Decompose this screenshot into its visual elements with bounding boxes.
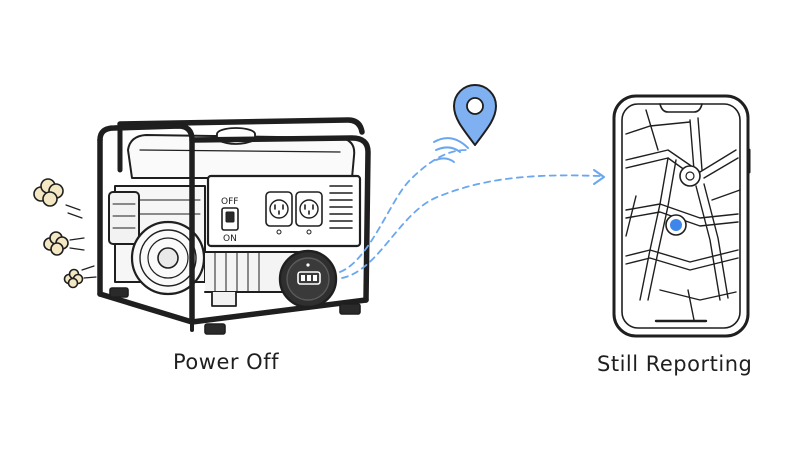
portable-generator	[97, 117, 371, 335]
arrow-head-icon	[593, 169, 605, 185]
exhaust-puff-icon	[63, 268, 84, 289]
air-filter	[108, 191, 140, 245]
frame-front	[97, 123, 195, 325]
map-view	[625, 109, 741, 321]
signal-wave-icon	[433, 137, 469, 163]
rubber-foot	[109, 287, 129, 298]
rubber-foot	[204, 323, 226, 335]
gps-tracker-icon	[278, 249, 338, 309]
switch-on-label: ON	[223, 234, 237, 244]
current-location-dot-icon	[665, 214, 687, 236]
power-switch	[221, 207, 239, 231]
signal-paths	[339, 149, 601, 279]
exhaust-puffs	[33, 178, 84, 289]
vent-slots	[329, 185, 353, 229]
exhaust-lines	[65, 204, 97, 279]
switch-off-label: OFF	[221, 197, 238, 207]
still-reporting-caption: Still Reporting	[597, 352, 753, 376]
exhaust-puff-icon	[33, 178, 64, 207]
outlet-icon	[295, 191, 323, 227]
signal-path-upper	[339, 149, 467, 273]
rubber-foot	[339, 303, 361, 315]
outlet-icon	[265, 191, 293, 227]
recoil-starter-icon	[130, 220, 206, 296]
signal-path-main	[341, 174, 601, 279]
exhaust-puff-icon	[43, 231, 69, 256]
power-off-caption: Power Off	[173, 350, 279, 374]
location-pin-icon	[453, 84, 497, 146]
